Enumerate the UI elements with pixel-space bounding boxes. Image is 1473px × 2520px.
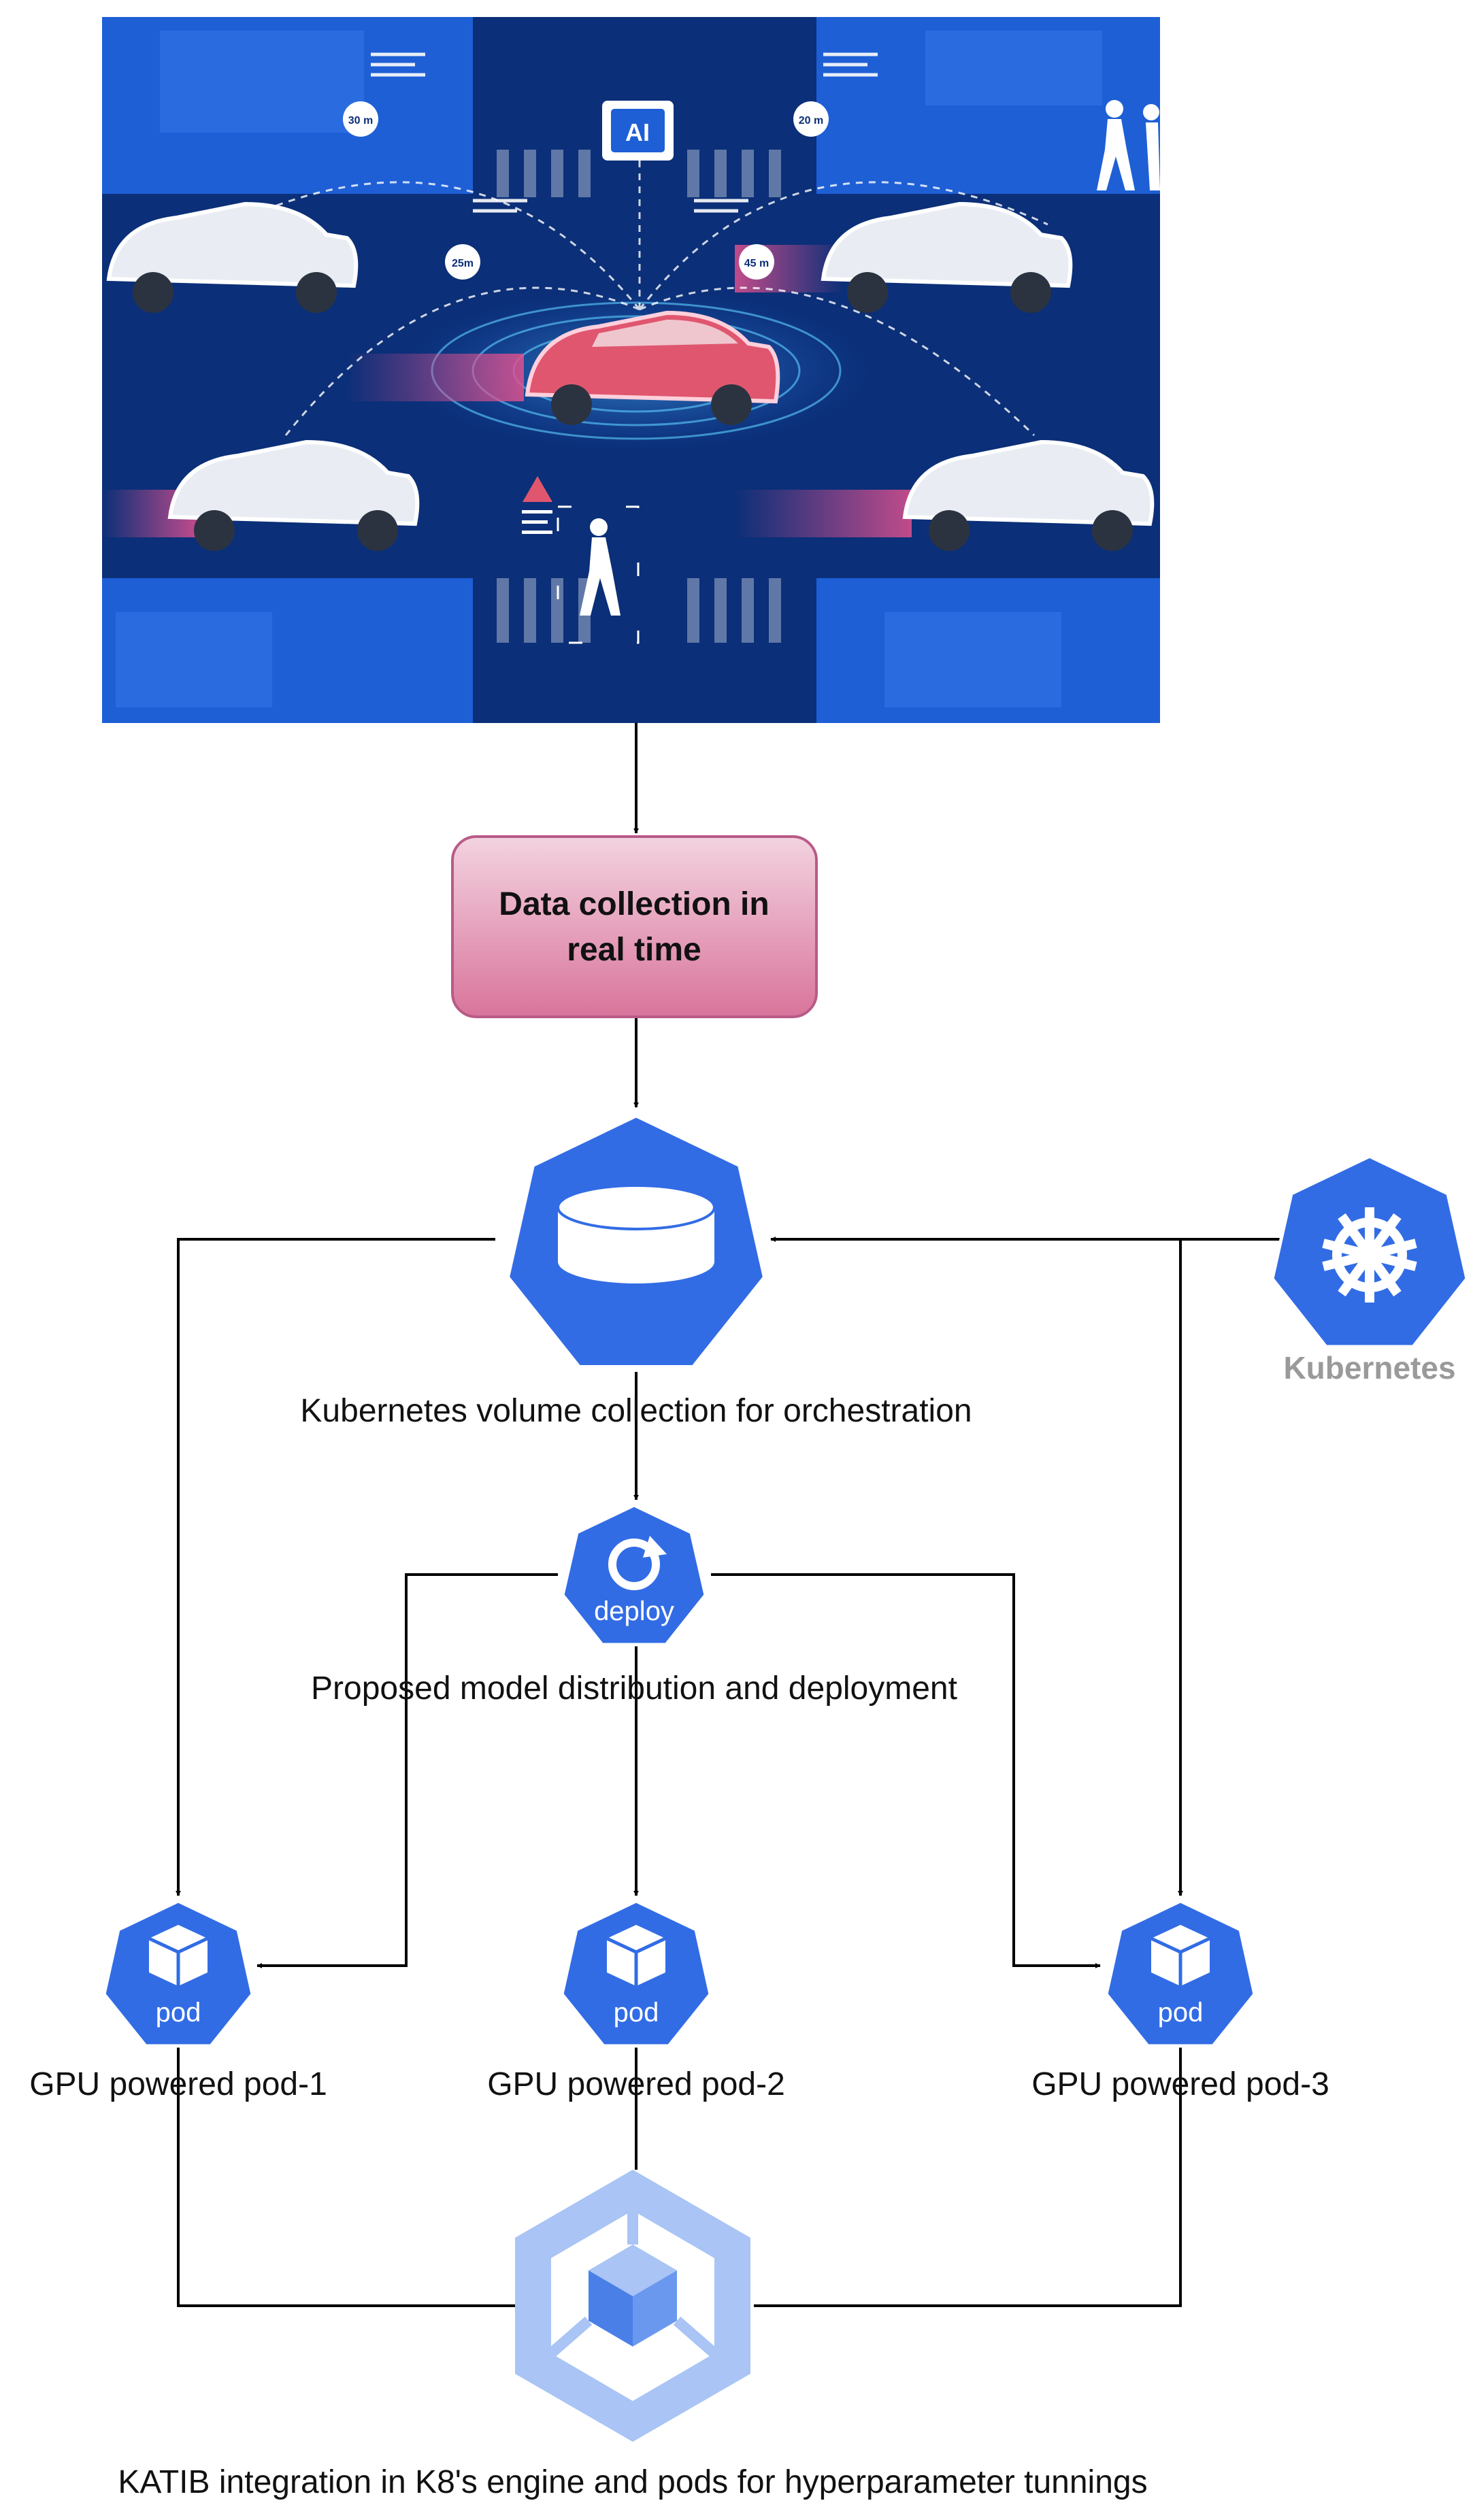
warning-icon bbox=[522, 476, 552, 534]
arrow-katib-to-pod3 bbox=[754, 2040, 1183, 2307]
deploy-heptagon-icon bbox=[561, 1503, 708, 1647]
deploy-label: Proposed model distribution and deployme… bbox=[311, 1670, 957, 1707]
svg-text:30 m: 30 m bbox=[348, 115, 373, 127]
distance-badge: 45 m bbox=[739, 244, 774, 280]
katib-label: KATIB integration in K8's engine and pod… bbox=[118, 2464, 1147, 2500]
refresh-icon bbox=[608, 1536, 667, 1590]
volume-node: Kubernetes volume collection for orchest… bbox=[300, 1113, 972, 1429]
arrow-volume-to-pod1 bbox=[176, 1238, 495, 1896]
cube-icon bbox=[606, 1925, 667, 1986]
pod-1-label: GPU powered pod-1 bbox=[29, 2066, 327, 2102]
data-collection-label-line2: real time bbox=[567, 932, 701, 968]
disk-icon bbox=[557, 1184, 716, 1283]
autonomous-driving-illustration: AI 30 m 20 m 25m 45 m bbox=[102, 17, 1160, 723]
connector-arrows bbox=[176, 723, 1288, 2307]
pedestrian-icon bbox=[557, 505, 640, 644]
katib-cube-icon bbox=[547, 2211, 718, 2358]
distance-badge: 20 m bbox=[793, 101, 829, 137]
arrow-katib-to-pod1 bbox=[176, 2040, 517, 2307]
car-icon bbox=[106, 201, 359, 313]
pod-2-node: pod GPU powered pod-2 bbox=[487, 1899, 785, 2102]
svg-text:20 m: 20 m bbox=[799, 115, 823, 127]
pod-2-icon-text: pod bbox=[614, 1998, 659, 2028]
pedestrian-icon bbox=[1097, 100, 1160, 190]
pod-1-icon-text: pod bbox=[156, 1998, 201, 2028]
pod-2-label: GPU powered pod-2 bbox=[487, 2066, 785, 2102]
cube-icon bbox=[1150, 1925, 1211, 1986]
car-icon bbox=[902, 439, 1155, 551]
katib-node: KATIB integration in K8's engine and pod… bbox=[118, 2170, 1148, 2500]
ai-chip-label: AI bbox=[625, 118, 650, 146]
arrow-deploy-to-pod1 bbox=[256, 1573, 558, 1968]
arrow-deploy-to-pod3 bbox=[711, 1573, 1101, 1968]
kubernetes-label: Kubernetes bbox=[1283, 1350, 1455, 1385]
distance-badge: 25m bbox=[445, 244, 480, 280]
cube-icon bbox=[148, 1925, 209, 1986]
volume-label: Kubernetes volume collection for orchest… bbox=[300, 1393, 972, 1429]
pod-3-node: pod GPU powered pod-3 bbox=[1031, 1899, 1329, 2102]
deploy-node: deploy Proposed model distribution and d… bbox=[311, 1503, 957, 1707]
car-icon bbox=[167, 439, 420, 551]
pod-3-label: GPU powered pod-3 bbox=[1031, 2066, 1329, 2102]
pod-1-node: pod GPU powered pod-1 bbox=[29, 1899, 327, 2102]
svg-text:45 m: 45 m bbox=[744, 258, 769, 269]
pod-3-icon-text: pod bbox=[1158, 1998, 1204, 2028]
center-car-icon bbox=[525, 310, 780, 425]
kubernetes-node: Kubernetes bbox=[1270, 1154, 1469, 1385]
distance-badge: 30 m bbox=[343, 101, 378, 137]
deploy-icon-text: deploy bbox=[594, 1596, 674, 1626]
data-collection-label-line1: Data collection in bbox=[499, 886, 769, 922]
data-collection-node: Data collection in real time bbox=[451, 835, 818, 1018]
svg-text:25m: 25m bbox=[452, 258, 474, 269]
car-icon bbox=[821, 201, 1073, 313]
ai-chip-icon: AI bbox=[602, 101, 674, 161]
